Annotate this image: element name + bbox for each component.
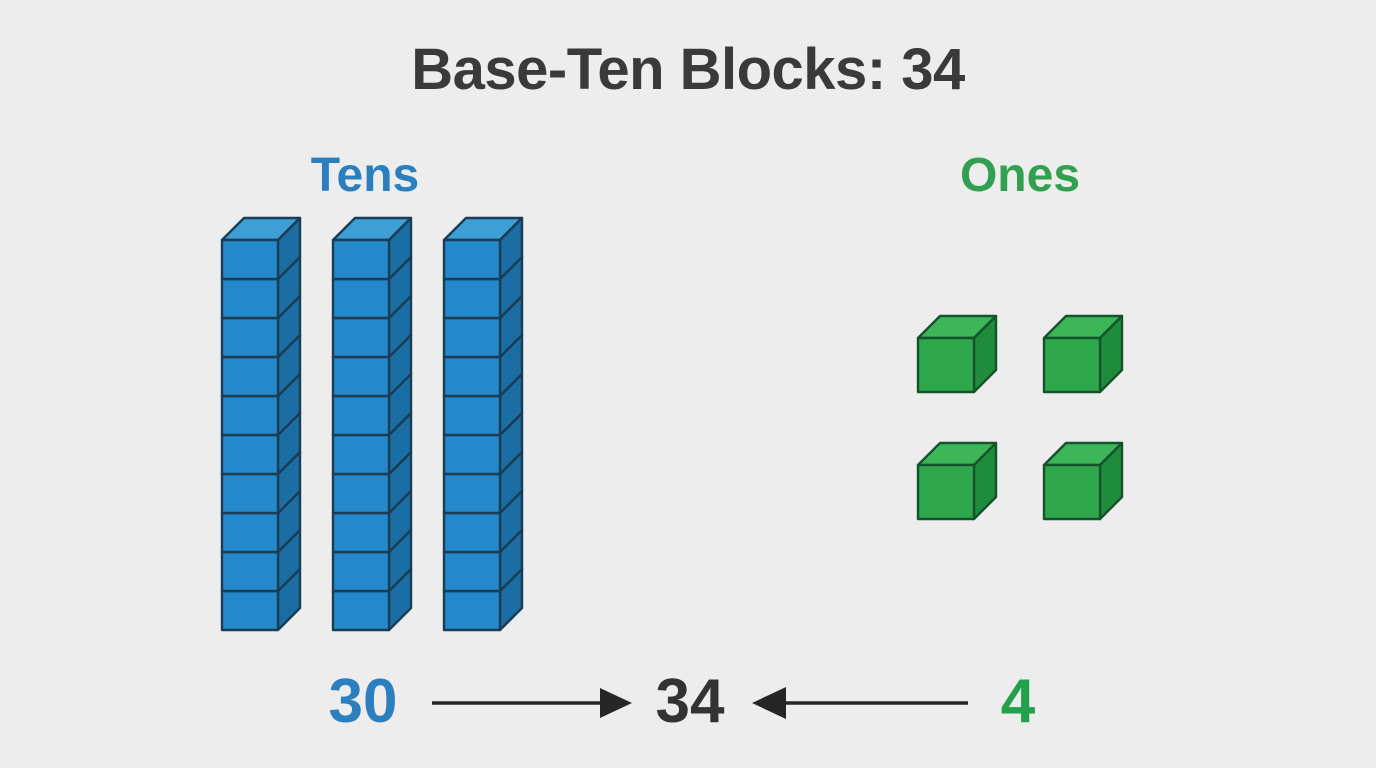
cube-front-face [220, 394, 280, 437]
unit-cube [1042, 441, 1124, 521]
cube-front-face [331, 394, 391, 437]
cube-front-face [220, 316, 280, 359]
ones-column-label: Ones [959, 149, 1081, 202]
tens-rod [331, 216, 413, 632]
cube-front-face [442, 589, 502, 632]
cube-front-face [331, 550, 391, 593]
cube-front-face [442, 550, 502, 593]
cube-front-face [331, 472, 391, 515]
cube-front-face [331, 277, 391, 320]
cube-front-face [220, 238, 280, 281]
cube-front-face [442, 277, 502, 320]
cube-front-face [331, 316, 391, 359]
unit-cube [442, 216, 524, 281]
cube-front-face [220, 355, 280, 398]
cube-front-face [220, 550, 280, 593]
cube-front-face [442, 511, 502, 554]
cube-front-face [331, 589, 391, 632]
unit-cube [331, 216, 413, 281]
cube-front-face [442, 316, 502, 359]
cube-front-face [916, 336, 976, 394]
cube-front-face [220, 472, 280, 515]
cube-front-face [220, 511, 280, 554]
cube-front-face [220, 589, 280, 632]
cube-front-face [442, 394, 502, 437]
sum-total-value: 34 [655, 667, 725, 736]
cube-front-face [442, 238, 502, 281]
cube-front-face [331, 355, 391, 398]
ones-total-value: 4 [1000, 667, 1036, 736]
cube-front-face [220, 433, 280, 476]
cube-front-face [220, 277, 280, 320]
unit-cube [220, 216, 302, 281]
cube-front-face [916, 463, 976, 521]
ones-cube-group [916, 314, 1124, 521]
unit-cube [1042, 314, 1124, 394]
tens-total-value: 30 [328, 667, 398, 736]
cube-front-face [1042, 336, 1102, 394]
cube-front-face [331, 433, 391, 476]
tens-column-label: Tens [310, 149, 420, 202]
page-title: Base-Ten Blocks: 34 [411, 37, 965, 102]
unit-cube [916, 314, 998, 394]
cube-front-face [331, 238, 391, 281]
cube-front-face [1042, 463, 1102, 521]
cube-front-face [442, 433, 502, 476]
tens-rod [220, 216, 302, 632]
unit-cube [916, 441, 998, 521]
tens-rod [442, 216, 524, 632]
cube-front-face [331, 511, 391, 554]
cube-front-face [442, 355, 502, 398]
tens-rod-group [220, 216, 524, 632]
cube-front-face [442, 472, 502, 515]
